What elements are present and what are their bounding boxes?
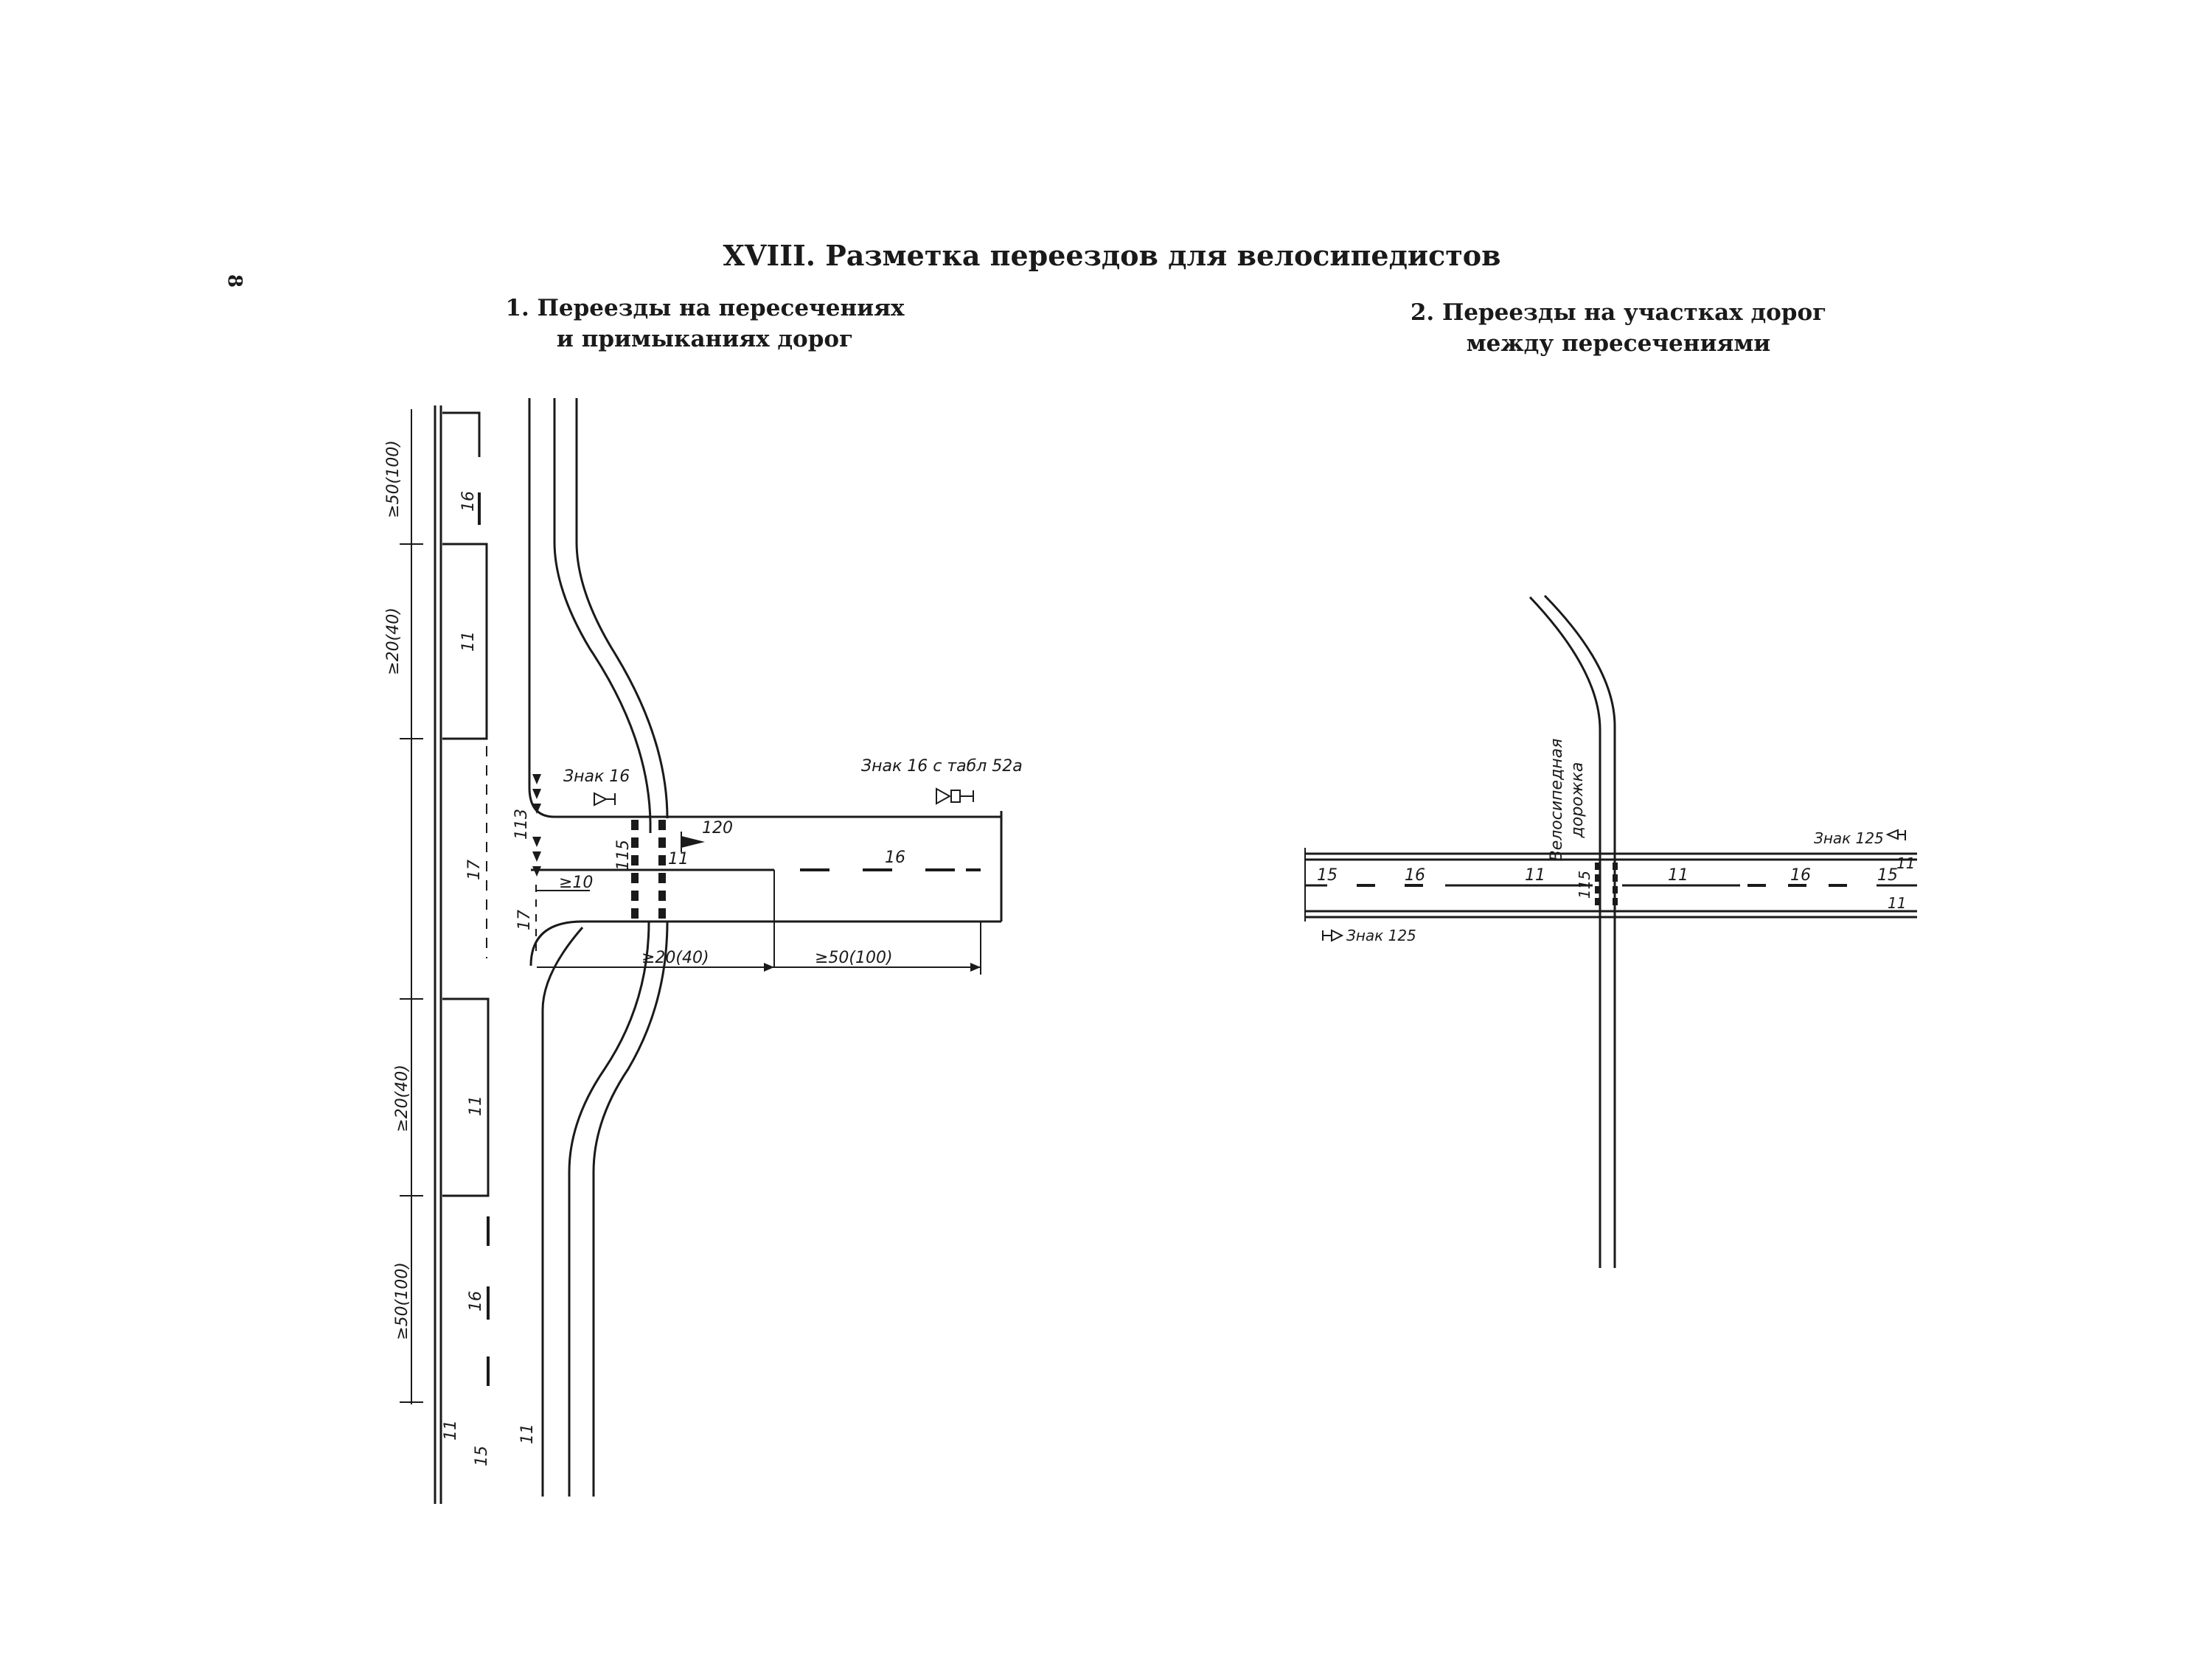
mark-15-bottom-label: 15: [473, 1446, 491, 1466]
yield-sign-with-plate-icon: [936, 787, 974, 805]
dim-lower-20-label: ≥20(40): [393, 1065, 411, 1132]
mark-11-lower-label: 11: [467, 1095, 485, 1116]
mark-17-side-label: 17: [515, 910, 534, 930]
cycle-crossing-sign-icon-bottom: [1322, 929, 1344, 942]
track-right-edge-upper-2: [575, 398, 669, 819]
main-road-lower-edge-left: [541, 927, 584, 1497]
mark-15-right-label: 15: [1877, 866, 1898, 885]
mark-113-label: 113: [512, 809, 531, 840]
mark-115-label-2: 115: [1576, 871, 1593, 899]
centre-mark-11-lower: [442, 997, 490, 1197]
sign-120-label: 120: [702, 819, 733, 837]
mark-11-left-label: 11: [1525, 866, 1545, 885]
mark-115-crossing: [631, 820, 666, 919]
mark-11-upper-label: 11: [459, 631, 478, 652]
bike-path-edge-right: [1543, 594, 1616, 1268]
page-number: 8: [223, 274, 246, 288]
diagram1: ≥50(100) ≥20(40) ≥20(40) ≥50(100) 16 11 …: [384, 398, 1023, 1504]
path-label-line2: дорожка: [1568, 762, 1587, 839]
mark-11-crossing-label: 11: [668, 850, 689, 868]
dim-top-50-label: ≥50(100): [384, 440, 403, 518]
mark-16-bottom-label: 16: [467, 1291, 485, 1312]
dim-50-side-label: ≥50(100): [815, 949, 893, 967]
mark-11-bottom-left-label: 11: [442, 1420, 460, 1441]
mark-16-top-label: 16: [459, 491, 478, 512]
diagram2: Велосипедная дорожка 15 16 11 115 11 16: [1304, 594, 1917, 1268]
mark-17-main-label: 17: [465, 860, 484, 880]
mark-11-bottom-road-label: 11: [518, 1424, 537, 1444]
sign-top-label: Знак 125: [1814, 829, 1884, 847]
section2-title-line2: между пересечениями: [1467, 330, 1771, 357]
sign-label-1: Знак 16: [563, 767, 630, 786]
mark-11-right-label: 11: [1668, 866, 1688, 885]
track-left-edge-upper: [528, 398, 1001, 818]
dim-bottom-50-label: ≥50(100): [393, 1262, 411, 1340]
mark-16-left-label: 16: [1405, 866, 1425, 885]
track-right-edge-lower: [568, 921, 650, 1497]
mark-16-right-label: 16: [1790, 866, 1811, 885]
cycle-crossing-sign-icon-top: [1885, 829, 1906, 840]
yield-sign-icon: [594, 792, 616, 807]
mark-16-side-label: 16: [885, 849, 905, 867]
centre-mark-11-upper: [442, 543, 488, 740]
sign-bottom-label: Знак 125: [1346, 927, 1416, 944]
mark-115-crossing-2: [1595, 863, 1618, 905]
mark-15-left-label: 15: [1317, 866, 1338, 885]
direction-flag-icon: [681, 832, 705, 852]
dim-upper-20-label: ≥20(40): [384, 607, 403, 675]
dim-50-arrow: [970, 963, 981, 972]
page-title: XVIII. Разметка переездов для велосипеди…: [723, 239, 1500, 272]
track-right-edge-lower-2: [592, 921, 669, 1497]
mark-115-label: 115: [614, 840, 633, 871]
side-road-edge-bottom: [529, 920, 1001, 966]
mark-113-triangles: [532, 774, 541, 877]
track-right-edge-upper: [553, 398, 652, 833]
bike-path-edge-left: [1528, 596, 1601, 1268]
dim-10-label: ≥10: [559, 874, 593, 892]
mark-11-top-right-label: 11: [1896, 854, 1915, 872]
path-label-line1: Велосипедная: [1548, 739, 1566, 862]
dim-20-side-label: ≥20(40): [641, 949, 709, 967]
section1-title-line1: 1. Переезды на пересечениях: [505, 295, 905, 321]
centre-mark-16-top-seg: [442, 411, 481, 457]
dim-20-arrow: [764, 963, 774, 972]
mark-11-bottom-right-label: 11: [1888, 894, 1906, 912]
section2-title-line1: 2. Переезды на участках дорог: [1411, 299, 1826, 326]
section1-title-line2: и примыканиях дорог: [557, 326, 853, 352]
sign-label-2: Знак 16 с табл 52а: [861, 757, 1023, 776]
